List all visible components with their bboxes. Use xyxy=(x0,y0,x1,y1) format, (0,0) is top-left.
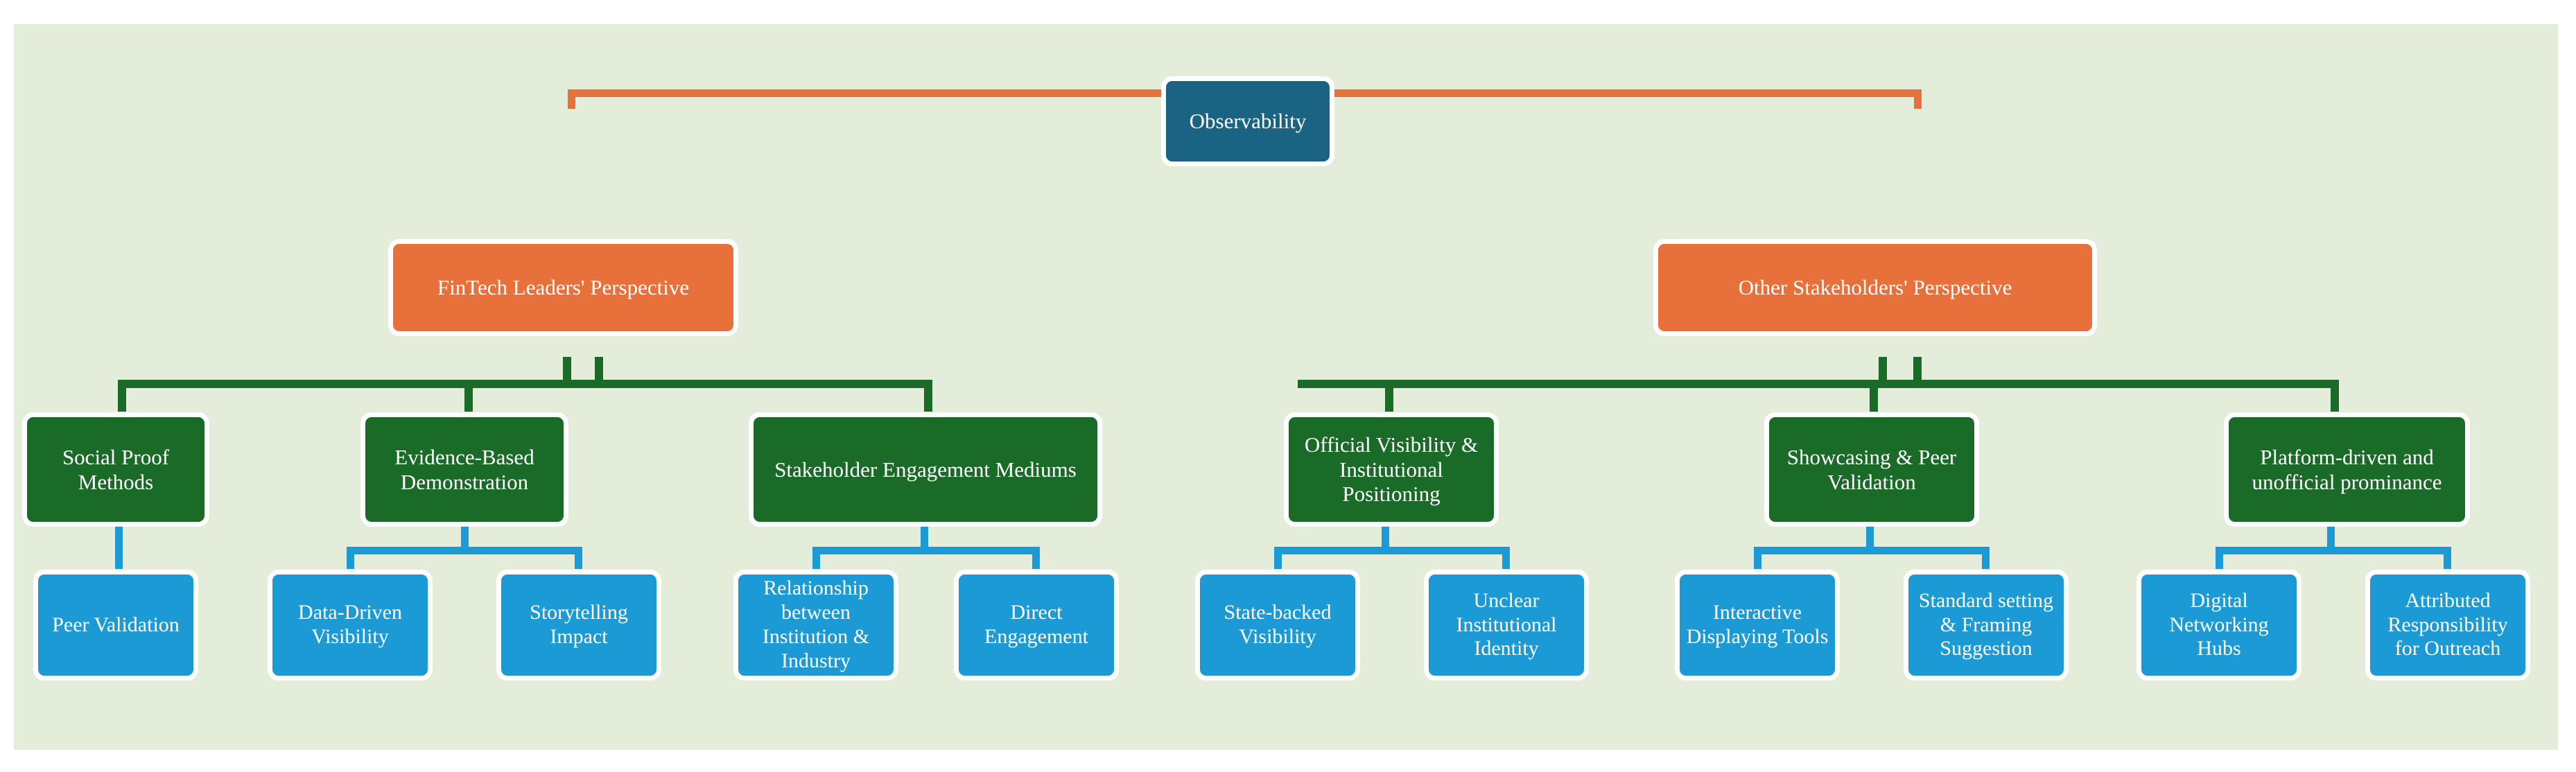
connector-leaf-standard-setting xyxy=(1982,547,1990,569)
node-label: Platform-driven and unofficial prominanc… xyxy=(2252,444,2442,494)
node-label: Evidence-Based Demonstration xyxy=(394,444,534,494)
connector-leaf-attributed-responsibility xyxy=(2444,547,2451,569)
connector-branch-right-stub-a xyxy=(1879,357,1887,385)
connector-branch-left-stub-a xyxy=(563,357,571,385)
connector-leaf-data-driven xyxy=(347,547,354,569)
node-branch-fintech-leaders[interactable]: FinTech Leaders' Perspective xyxy=(388,239,738,336)
node-label: Relationship between Institution & Indus… xyxy=(762,577,870,672)
node-label: Other Stakeholders' Perspective xyxy=(1738,275,2012,300)
node-platform-driven-prominance[interactable]: Platform-driven and unofficial prominanc… xyxy=(2224,412,2470,527)
connector-branch-left-stub-b xyxy=(595,357,603,385)
connector-evidence-bus xyxy=(347,547,582,554)
connector-platform-stem xyxy=(2327,525,2335,547)
connector-branch-right-stub-b xyxy=(1913,357,1922,385)
node-leaf-relationship-institution-industry[interactable]: Relationship between Institution & Indus… xyxy=(733,570,898,681)
connector-stakeholder-bus xyxy=(812,547,1040,554)
connector-level2-drop-evidence xyxy=(464,380,473,412)
node-label: Direct Engagement xyxy=(984,601,1088,648)
connector-evidence-stem xyxy=(461,525,469,547)
connector-level2-drop-platform xyxy=(2331,380,2339,412)
connector-stakeholder-stem xyxy=(921,525,928,547)
node-label: Peer Validation xyxy=(52,613,180,636)
connector-official-stem xyxy=(1382,525,1389,547)
node-label: Observability xyxy=(1189,109,1307,134)
node-leaf-interactive-displaying-tools[interactable]: Interactive Displaying Tools xyxy=(1675,570,1840,681)
node-label: Digital Networking Hubs xyxy=(2169,588,2269,660)
node-label: Interactive Displaying Tools xyxy=(1686,601,1829,648)
connector-leaf-direct-engagement xyxy=(1032,547,1040,569)
connector-leaf-relationship xyxy=(812,547,820,569)
connector-showcasing-bus xyxy=(1754,547,1990,554)
connector-leaf-storytelling xyxy=(575,547,582,569)
node-stakeholder-engagement-mediums[interactable]: Stakeholder Engagement Mediums xyxy=(749,412,1102,527)
node-label: Social Proof Methods xyxy=(62,444,170,494)
node-leaf-storytelling-impact[interactable]: Storytelling Impact xyxy=(496,570,661,681)
node-label: Unclear Institutional Identity xyxy=(1456,588,1557,660)
node-leaf-unclear-institutional-identity[interactable]: Unclear Institutional Identity xyxy=(1424,570,1589,681)
connector-level2-drop-stakeholder xyxy=(924,380,932,412)
node-leaf-peer-validation[interactable]: Peer Validation xyxy=(33,570,198,681)
connector-leaf-digital-hubs xyxy=(2216,547,2223,569)
node-leaf-state-backed-visibility[interactable]: State-backed Visibility xyxy=(1195,570,1360,681)
node-showcasing-peer-validation[interactable]: Showcasing & Peer Validation xyxy=(1764,412,1979,527)
connector-leaf-state-backed xyxy=(1274,547,1282,569)
node-leaf-digital-networking-hubs[interactable]: Digital Networking Hubs xyxy=(2136,570,2301,681)
node-social-proof-methods[interactable]: Social Proof Methods xyxy=(22,412,209,527)
node-leaf-direct-engagement[interactable]: Direct Engagement xyxy=(954,570,1119,681)
connector-level1-left-drop xyxy=(568,89,575,109)
connector-level2-drop-showcasing xyxy=(1870,380,1878,412)
node-leaf-standard-setting-framing[interactable]: Standard setting & Framing Suggestion xyxy=(1904,570,2069,681)
node-evidence-based-demonstration[interactable]: Evidence-Based Demonstration xyxy=(360,412,568,527)
node-label: State-backed Visibility xyxy=(1224,601,1332,648)
node-leaf-data-driven-visibility[interactable]: Data-Driven Visibility xyxy=(268,570,433,681)
node-label: Stakeholder Engagement Mediums xyxy=(774,457,1077,482)
node-branch-other-stakeholders[interactable]: Other Stakeholders' Perspective xyxy=(1653,239,2097,336)
connector-level2-drop-official xyxy=(1385,380,1393,412)
node-label: Storytelling Impact xyxy=(530,601,628,648)
connector-level2-drop-social-proof xyxy=(118,380,126,412)
connector-branch-right-bus xyxy=(1298,380,2338,388)
connector-level1-right-drop xyxy=(1914,89,1922,109)
node-leaf-attributed-responsibility-outreach[interactable]: Attributed Responsibility for Outreach xyxy=(2365,570,2530,681)
connector-leaf-interactive-tools xyxy=(1754,547,1761,569)
connector-branch-left-bus xyxy=(118,380,932,388)
node-label: FinTech Leaders' Perspective xyxy=(437,275,690,300)
node-label: Showcasing & Peer Validation xyxy=(1786,444,1957,494)
connector-platform-bus xyxy=(2216,547,2451,554)
node-label: Data-Driven Visibility xyxy=(298,601,402,648)
connector-leaf-peer-validation xyxy=(115,525,123,569)
node-label: Standard setting & Framing Suggestion xyxy=(1918,588,2054,660)
node-label: Attributed Responsibility for Outreach xyxy=(2387,588,2508,660)
node-label: Official Visibility & Institutional Posi… xyxy=(1304,432,1479,507)
node-official-visibility-positioning[interactable]: Official Visibility & Institutional Posi… xyxy=(1284,412,1499,527)
node-root-observability[interactable]: Observability xyxy=(1161,76,1334,166)
connector-showcasing-stem xyxy=(1866,525,1874,547)
connector-official-bus xyxy=(1274,547,1510,554)
connector-leaf-unclear-identity xyxy=(1502,547,1510,569)
